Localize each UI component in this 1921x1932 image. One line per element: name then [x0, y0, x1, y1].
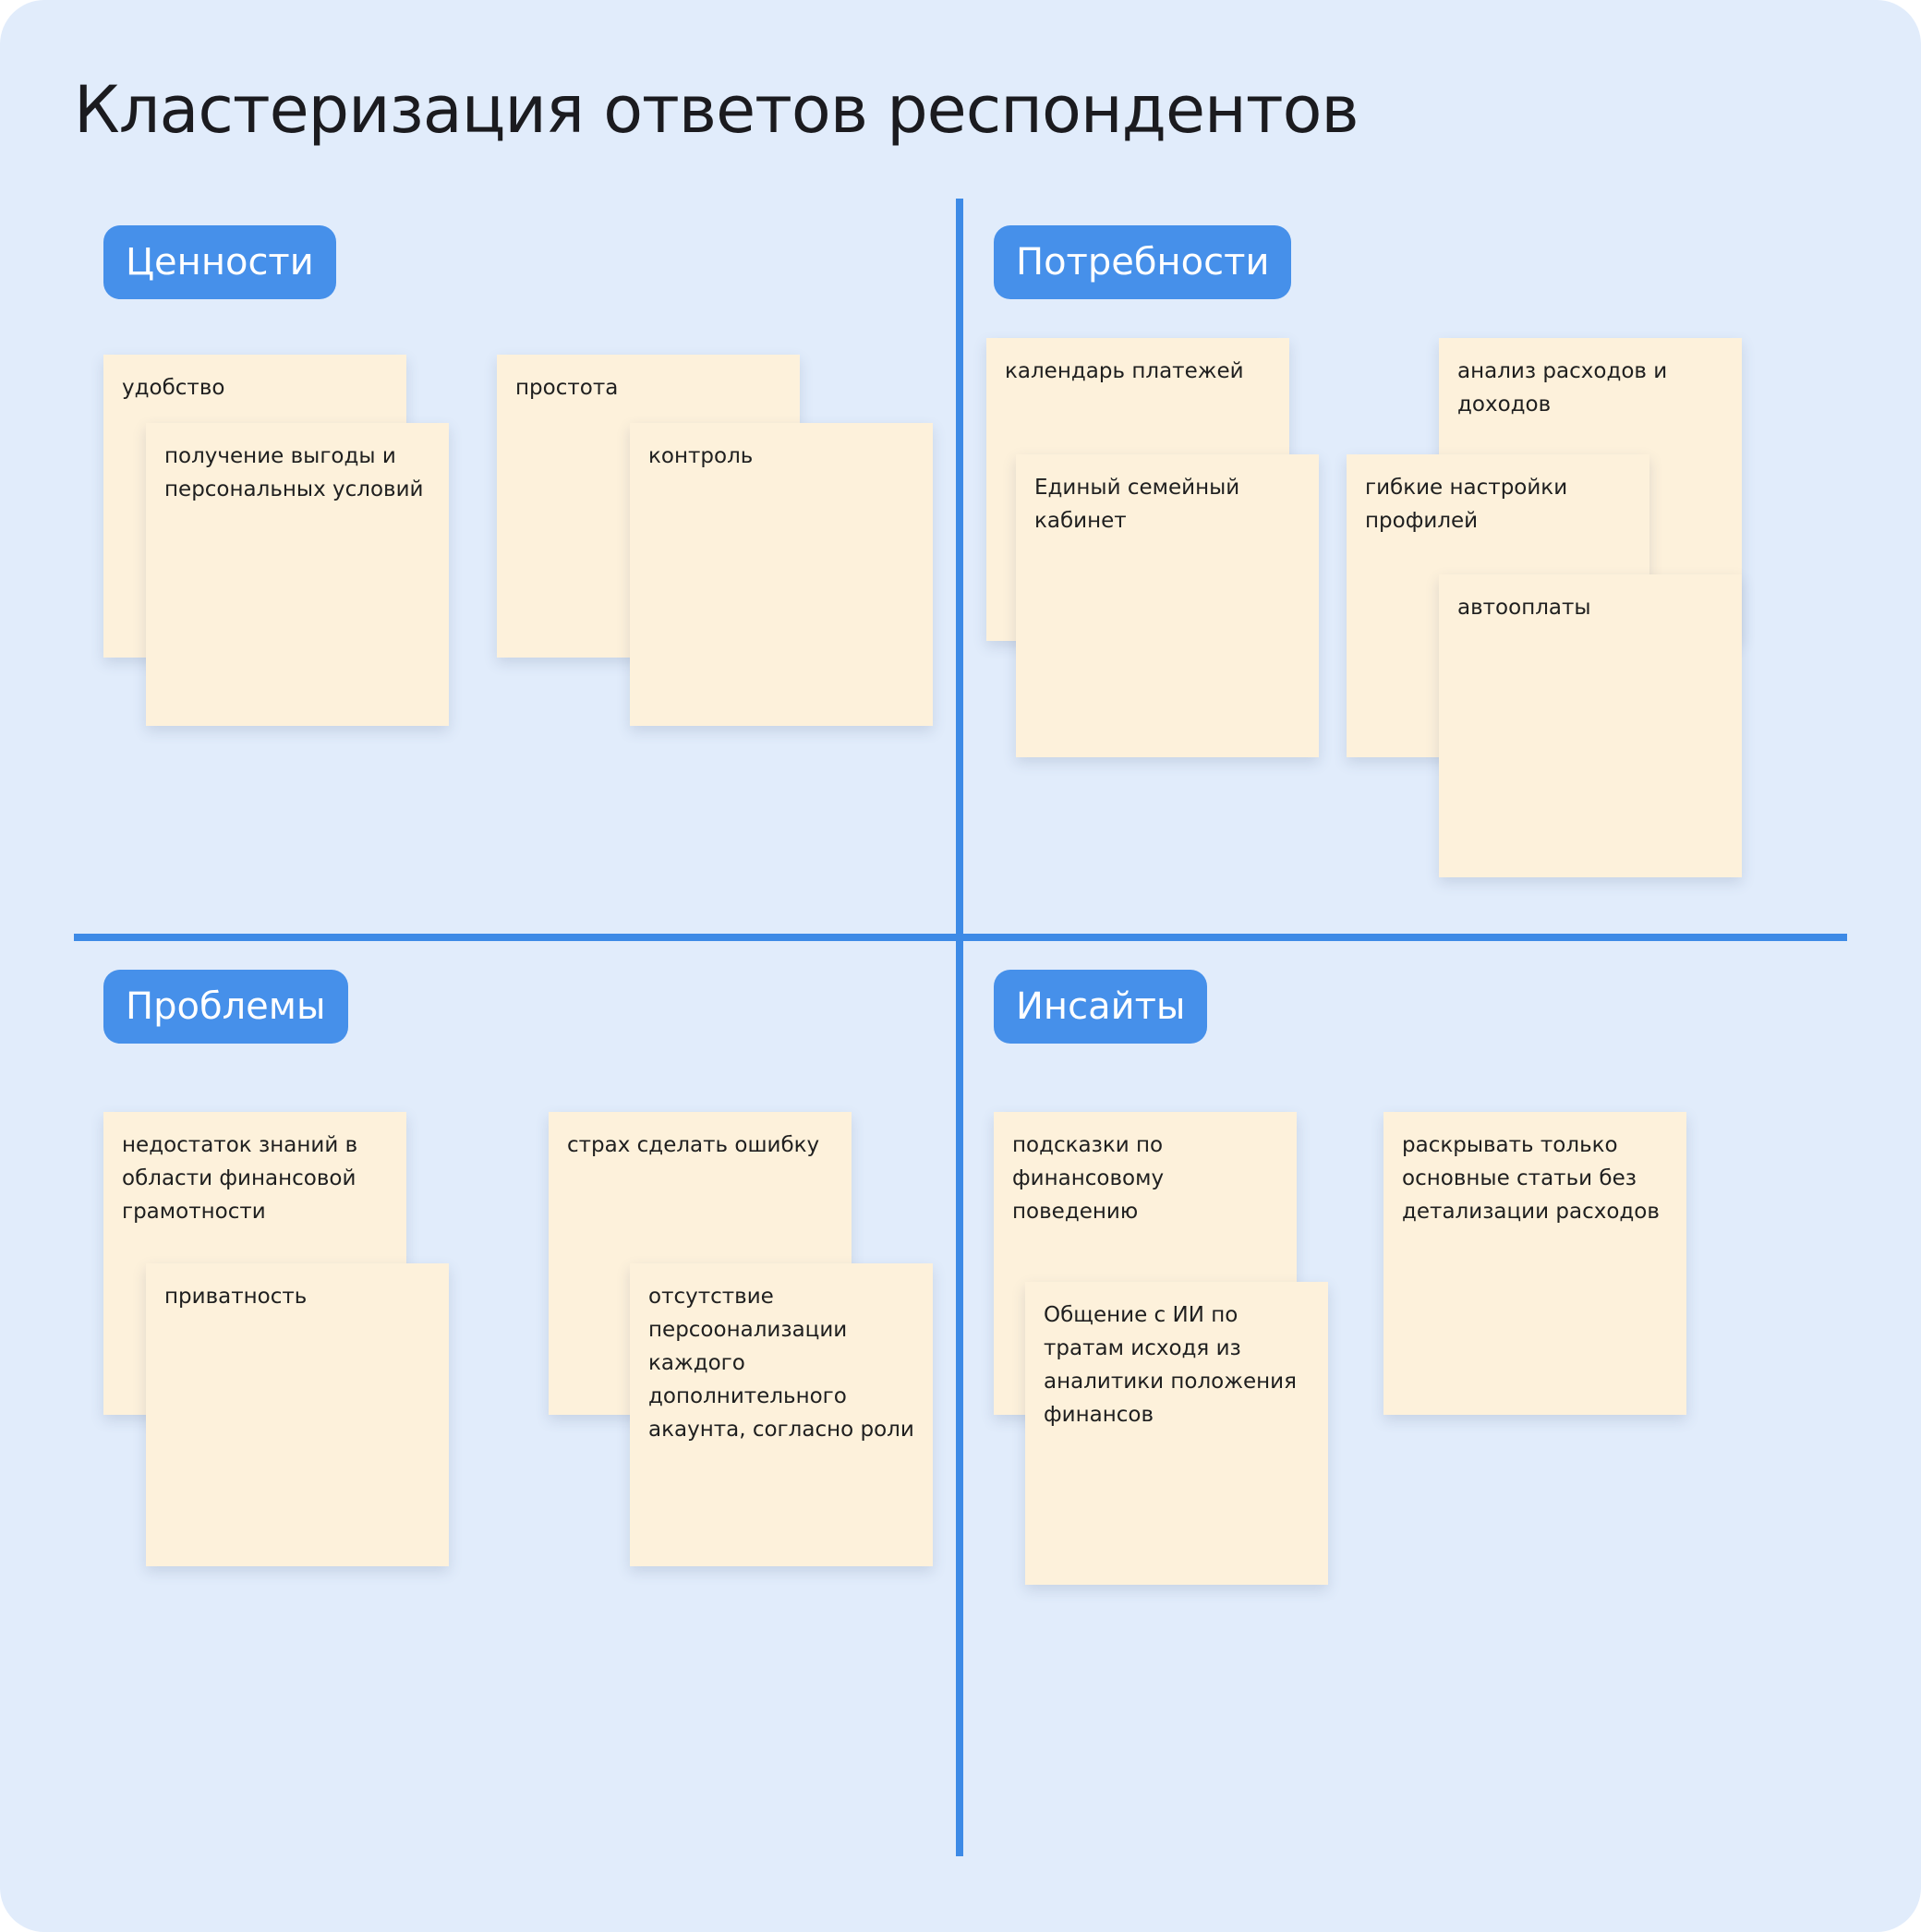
board-title: Кластеризация ответов респондентов: [74, 72, 1359, 148]
sticky-note-benefits[interactable]: получение выгоды и персональных условий: [146, 423, 449, 726]
tag-needs: Потребности: [994, 225, 1292, 299]
tag-insights: Инсайты: [994, 970, 1208, 1044]
vertical-divider: [956, 199, 963, 1856]
sticky-note-autopayments[interactable]: автооплаты: [1439, 574, 1742, 877]
sticky-note-family-account[interactable]: Единый семейный кабинет: [1016, 454, 1319, 757]
horizontal-divider: [74, 934, 1847, 941]
sticky-note-ai-chat[interactable]: Общение с ИИ по тратам исходя из аналити…: [1025, 1282, 1328, 1585]
tag-values: Ценности: [103, 225, 336, 299]
sticky-note-control[interactable]: контроль: [630, 423, 933, 726]
tag-problems: Проблемы: [103, 970, 348, 1044]
sticky-note-privacy[interactable]: приватность: [146, 1263, 449, 1566]
sticky-note-no-personalization[interactable]: отсутствие персоонализации каждого допол…: [630, 1263, 933, 1566]
sticky-note-main-categories-only[interactable]: раскрывать только основные статьи без де…: [1383, 1112, 1686, 1415]
